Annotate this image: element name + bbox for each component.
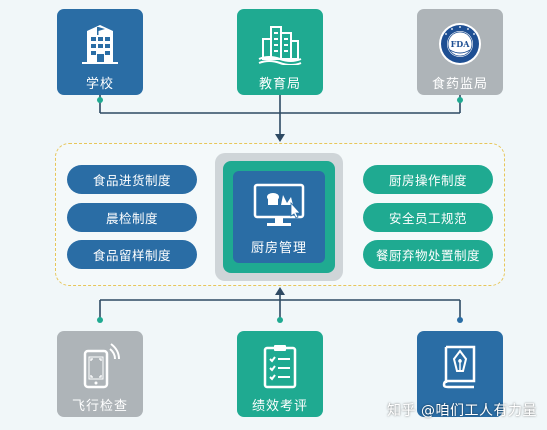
book-pen-icon (436, 343, 484, 389)
pill-safety-staff[interactable]: 安全员工规范 (363, 203, 493, 232)
school-building-icon (76, 21, 124, 67)
performance-evaluation-label: 绩效考评 (251, 399, 308, 414)
pill-food-sample[interactable]: 食品留样制度 (67, 240, 197, 269)
pill-food-purchase[interactable]: 食品进货制度 (67, 165, 197, 194)
watermark: 知乎 @咱们工人有力量 (387, 403, 537, 419)
kitchen-management-block[interactable]: 厨房管理 (215, 153, 343, 281)
food-drug-bureau-tile[interactable]: FDA 食药监局 (417, 9, 503, 95)
checklist-icon (256, 343, 304, 389)
kitchen-management-label: 厨房管理 (250, 241, 307, 256)
food-drug-bureau-label: 食药监局 (431, 77, 488, 92)
flight-inspection-tile[interactable]: 飞行检查 (57, 331, 143, 417)
phone-scan-icon (76, 343, 124, 389)
pill-kitchen-operation[interactable]: 厨房操作制度 (363, 165, 493, 194)
regulations-tile[interactable] (417, 331, 503, 417)
pill-kitchen-waste[interactable]: 餐厨弃物处置制度 (363, 240, 493, 269)
city-buildings-icon (256, 21, 304, 67)
fda-seal-icon: FDA (436, 21, 484, 67)
performance-evaluation-tile[interactable]: 绩效考评 (237, 331, 323, 417)
flight-inspection-label: 飞行检查 (71, 399, 128, 414)
monitor-chef-icon (251, 183, 307, 233)
education-bureau-label: 教育局 (258, 77, 301, 92)
school-label: 学校 (85, 77, 114, 92)
education-bureau-tile[interactable]: 教育局 (237, 9, 323, 95)
pill-morning-check[interactable]: 晨检制度 (67, 203, 197, 232)
fda-seal-text: FDA (451, 39, 471, 49)
school-tile[interactable]: 学校 (57, 9, 143, 95)
